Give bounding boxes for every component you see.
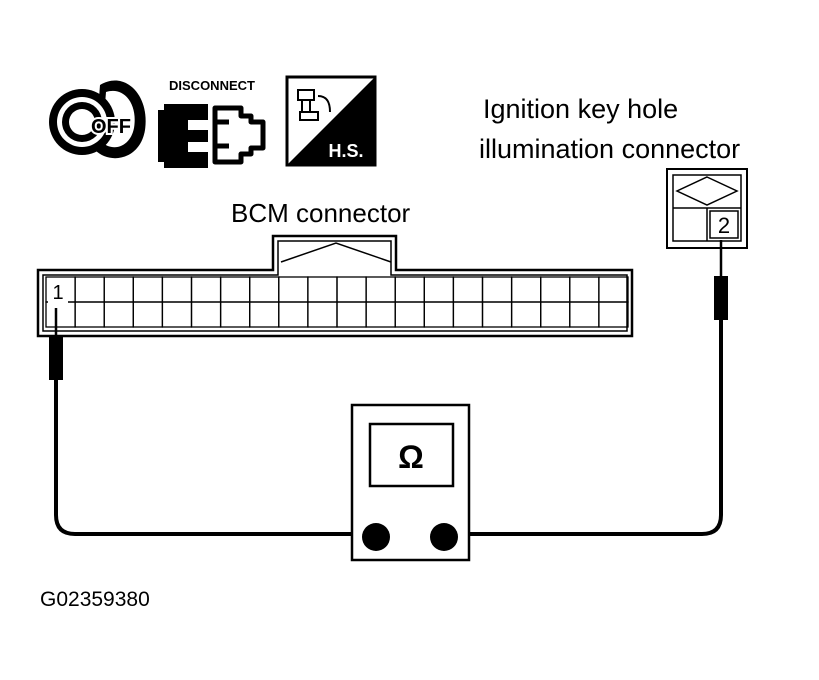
- figure-id: G02359380: [40, 588, 150, 611]
- disconnect-text: DISCONNECT: [169, 78, 255, 93]
- harness-text: H.S.: [328, 141, 363, 161]
- ignition-key-icon: OFF: [49, 80, 146, 159]
- connector-label-line1: Ignition key hole: [483, 94, 678, 124]
- bcm-connector-label: BCM connector: [231, 198, 411, 228]
- ohmmeter: Ω: [350, 403, 471, 562]
- harness-sketch-icon: H.S.: [285, 75, 377, 167]
- bcm-pin-number: 1: [52, 282, 63, 304]
- ohm-symbol: Ω: [398, 439, 424, 475]
- right-probe: [444, 240, 728, 536]
- left-probe: [49, 308, 375, 536]
- connector-pin-number: 2: [718, 213, 730, 238]
- disconnect-icon: DISCONNECT: [158, 78, 266, 168]
- bcm-pin-grid: [45, 276, 629, 328]
- illumination-connector: 2: [666, 168, 748, 249]
- meter-terminal-right: [430, 523, 458, 551]
- ignition-off-text: OFF: [91, 116, 131, 138]
- meter-terminal-left: [362, 523, 390, 551]
- bcm-connector: 1: [36, 234, 634, 338]
- connector-label-line2: illumination connector: [479, 134, 740, 164]
- bcm-pin-cell: [598, 301, 629, 328]
